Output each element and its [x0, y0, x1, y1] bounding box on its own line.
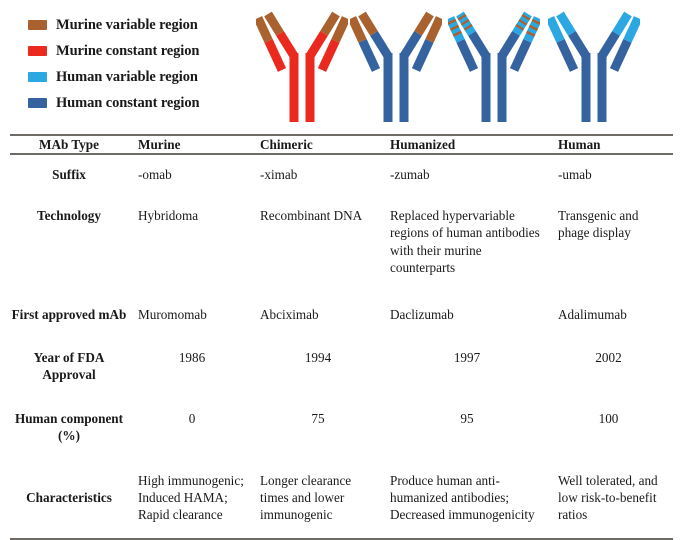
row-label: Human component (%) — [14, 410, 124, 444]
table-row-characteristics: Characteristics High immunogenic; Induce… — [10, 457, 673, 540]
human-antibody-icon — [548, 8, 640, 126]
row-label: Suffix — [52, 167, 86, 183]
cell-chimeric: 1994 — [304, 349, 332, 365]
column-header-mab-type: MAb Type — [10, 133, 138, 156]
cell-humanized: 95 — [460, 410, 474, 426]
diagram-panel: Murine variable region Murine constant r… — [0, 0, 683, 134]
row-label: Year of FDA Approval — [33, 349, 105, 383]
row-label: Technology — [37, 207, 101, 223]
cell-humanized: Daclizumab — [390, 306, 454, 322]
murine-antibody-icon — [256, 8, 348, 126]
legend-item-murine-constant: Murine constant region — [28, 38, 243, 64]
cell-murine: Hybridoma — [138, 207, 199, 223]
cell-murine: 1986 — [178, 349, 206, 365]
cell-chimeric: Abciximab — [260, 306, 319, 322]
table-header-row: MAb Type Murine Chimeric Humanized Human — [10, 133, 673, 156]
cell-humanized: Replaced hypervariable regions of human … — [390, 207, 540, 276]
cell-murine: 0 — [188, 410, 196, 426]
cell-chimeric: -ximab — [260, 167, 298, 183]
color-swatch-icon — [28, 20, 47, 30]
antibody-diagram-group — [252, 8, 672, 128]
cell-humanized: Produce human anti-humanized antibodies;… — [390, 457, 558, 540]
cell-murine: -omab — [138, 167, 172, 183]
cell-human: Adalimumab — [558, 306, 627, 322]
legend-item-murine-variable: Murine variable region — [28, 12, 243, 38]
legend-item-label: Murine constant region — [56, 42, 200, 59]
cell-humanized: -zumab — [390, 167, 430, 183]
table-row-year-of-fda-approval: Year of FDA Approval 1986 1994 1997 2002 — [10, 336, 673, 397]
legend-item-label: Murine variable region — [56, 16, 198, 33]
cell-murine: High immunogenic; Induced HAMA; Rapid cl… — [138, 457, 260, 540]
table-row-suffix: Suffix -omab -ximab -zumab -umab — [10, 154, 673, 194]
cell-chimeric: Recombinant DNA — [260, 207, 363, 223]
mab-comparison-table: MAb Type Murine Chimeric Humanized Human… — [10, 133, 673, 540]
legend: Murine variable region Murine constant r… — [28, 12, 243, 116]
color-swatch-icon — [28, 98, 47, 108]
cell-human: 100 — [598, 410, 619, 426]
cell-chimeric: 75 — [311, 410, 325, 426]
humanized-antibody-icon — [448, 8, 540, 126]
legend-item-human-variable: Human variable region — [28, 64, 243, 90]
column-header-chimeric: Chimeric — [260, 133, 390, 156]
legend-item-label: Human variable region — [56, 68, 198, 85]
table-row-first-approved-mab: First approved mAb Muromomab Abciximab D… — [10, 293, 673, 336]
column-header-humanized: Humanized — [390, 133, 558, 156]
cell-chimeric: Longer clearance times and lower immunog… — [260, 457, 390, 540]
column-header-human: Human — [558, 133, 673, 156]
cell-human: -umab — [558, 167, 592, 183]
cell-human: 2002 — [595, 349, 622, 365]
cell-human: Well tolerated, and low risk-to-benefit … — [558, 457, 673, 540]
chimeric-antibody-icon — [350, 8, 442, 126]
table-row-human-component: Human component (%) 0 75 95 100 — [10, 397, 673, 458]
row-label: First approved mAb — [11, 306, 127, 322]
row-label: Characteristics — [10, 457, 138, 540]
legend-item-label: Human constant region — [56, 94, 200, 111]
column-header-murine: Murine — [138, 133, 260, 156]
cell-human: Transgenic and phage display — [558, 207, 639, 241]
table-row-technology: Technology Hybridoma Recombinant DNA Rep… — [10, 195, 673, 293]
color-swatch-icon — [28, 72, 47, 82]
cell-murine: Muromomab — [138, 306, 207, 322]
legend-item-human-constant: Human constant region — [28, 90, 243, 116]
color-swatch-icon — [28, 46, 47, 56]
cell-humanized: 1997 — [453, 349, 481, 365]
